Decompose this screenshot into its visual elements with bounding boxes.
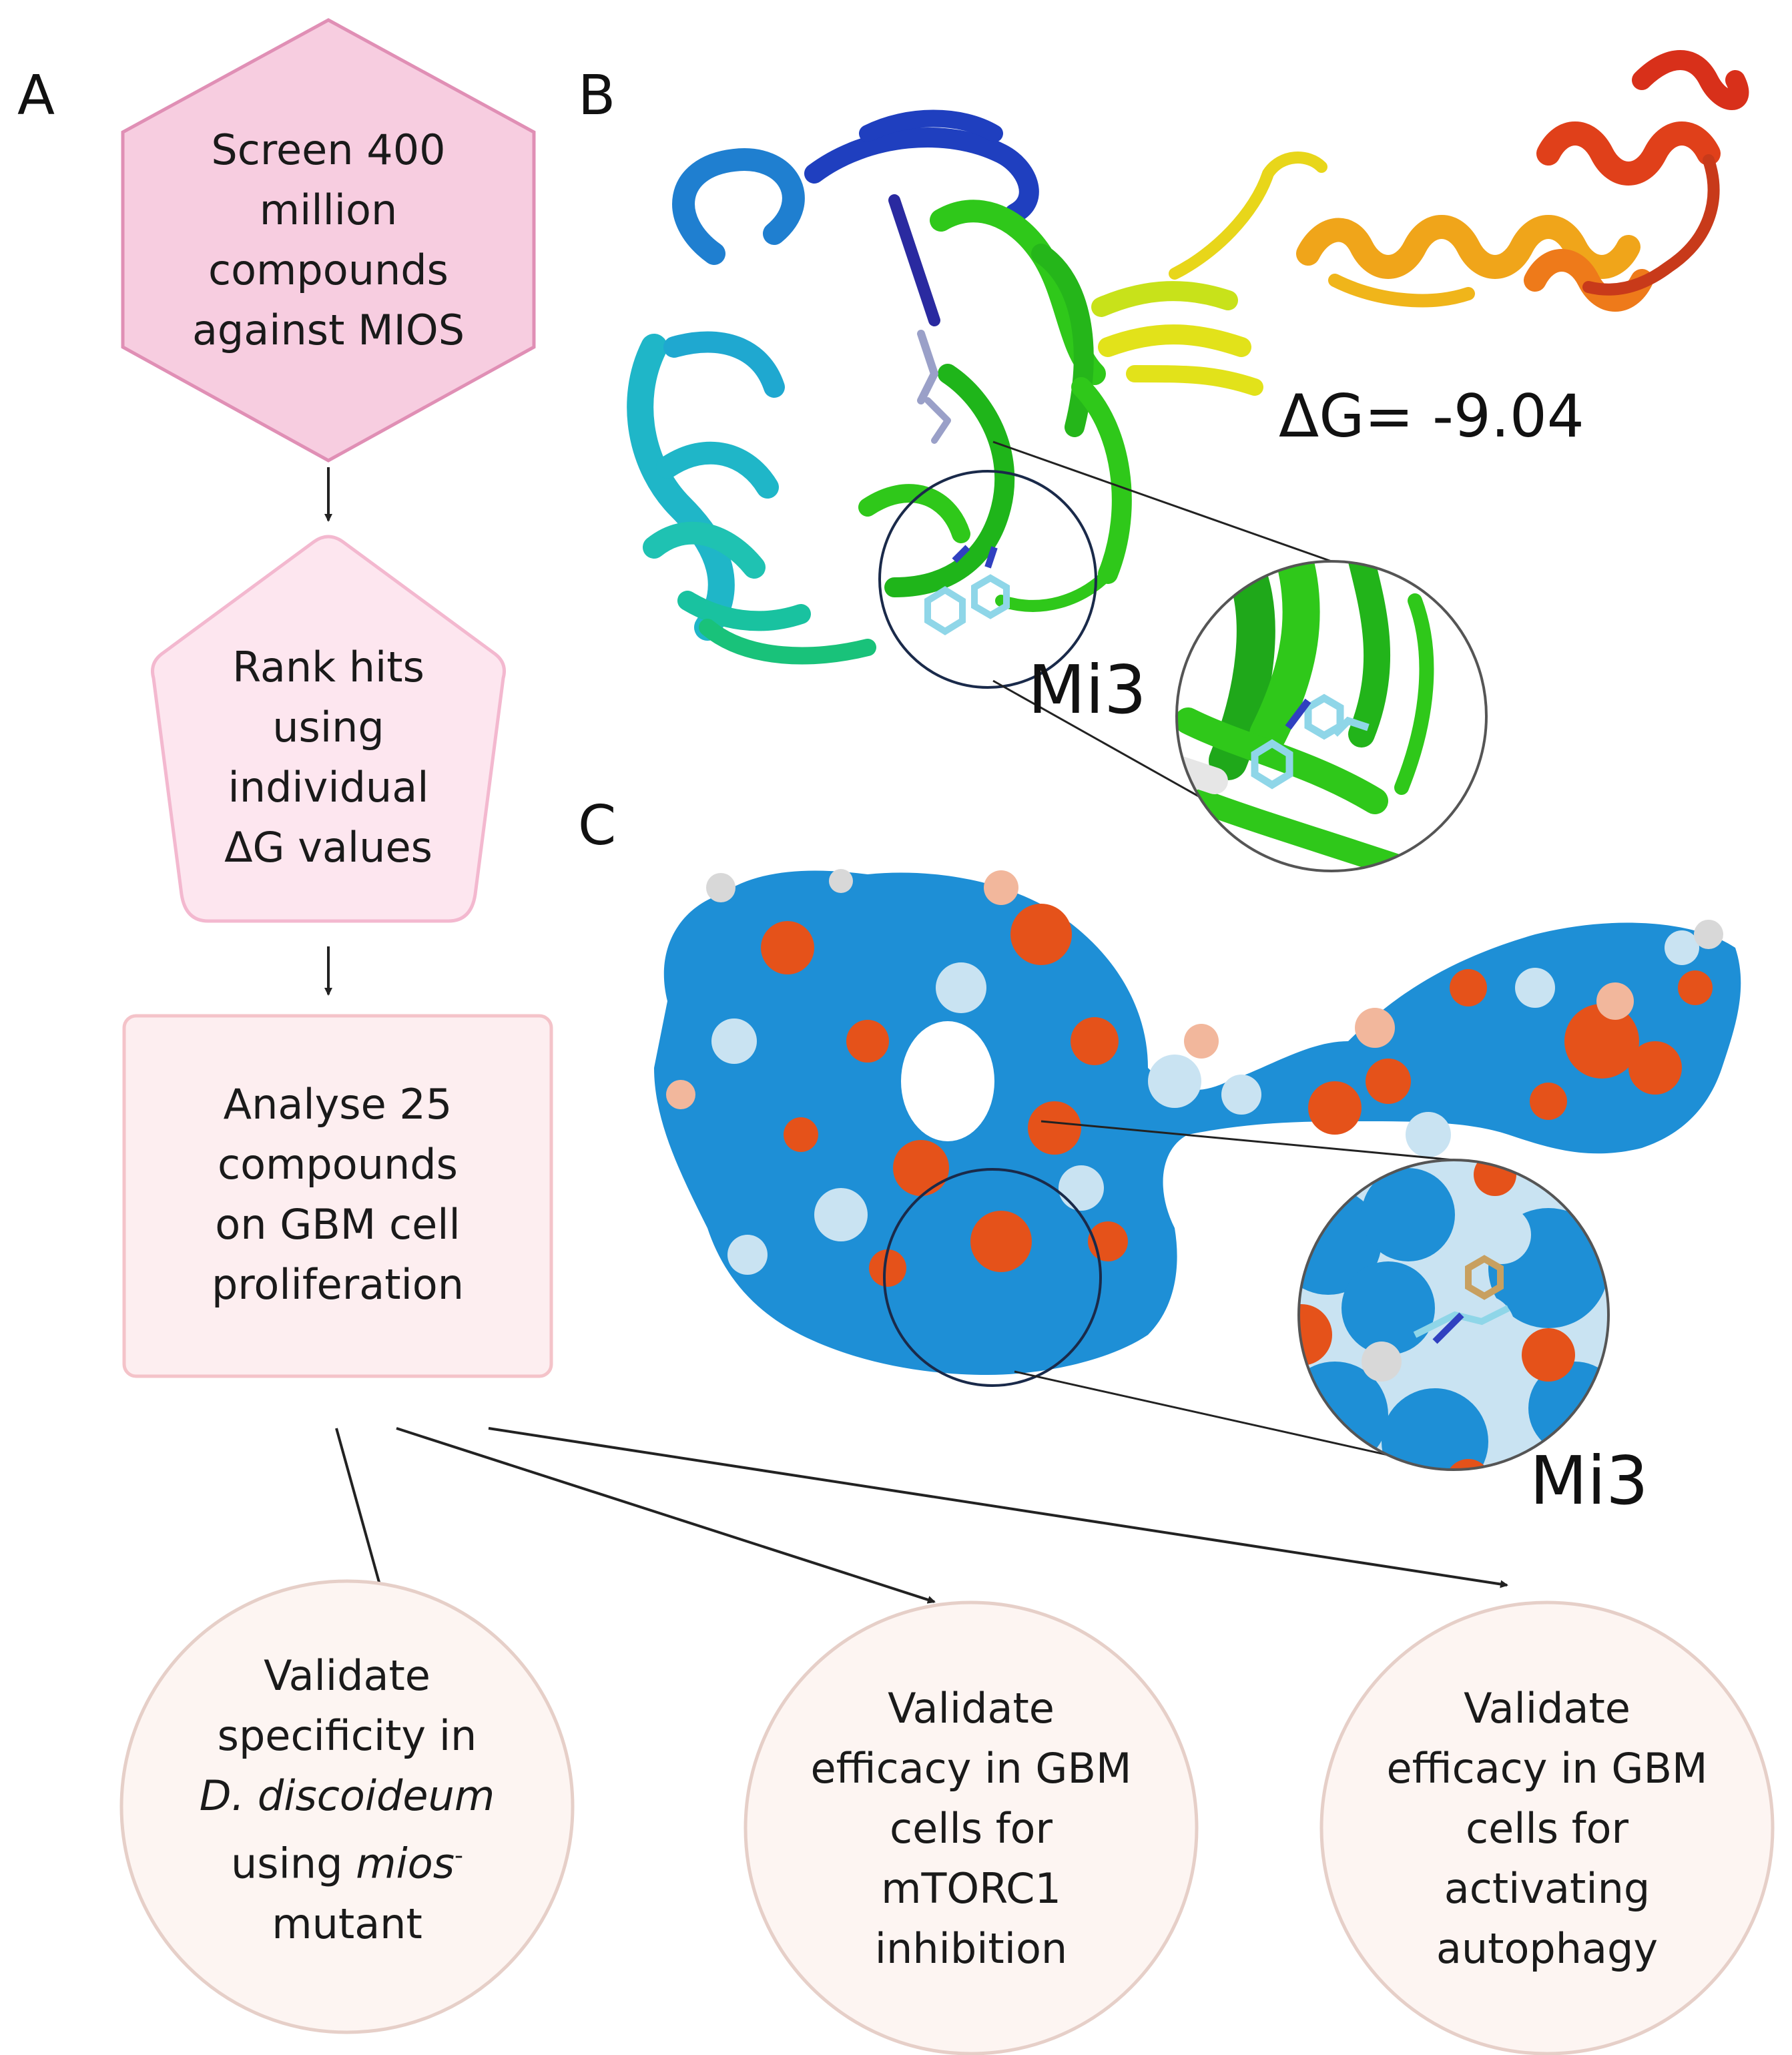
mtorc1-line: Validate — [888, 1684, 1055, 1733]
surface-zoom-line-top — [1040, 1120, 1454, 1161]
autophagy-line: efficacy in GBM — [1386, 1744, 1708, 1793]
specificity-line: specificity in — [217, 1711, 477, 1760]
analyse-box — [122, 1014, 553, 1378]
screen-hexagon — [121, 18, 536, 463]
arrow-box-to-autophagy — [488, 1427, 1508, 1588]
screen-step-text: Screen 400 million compounds against MIO… — [127, 120, 530, 360]
analyse-step-line: proliferation — [211, 1260, 465, 1309]
analyse-step-line: on GBM cell — [215, 1200, 461, 1249]
rank-step-text: Rank hits using individual ΔG values — [133, 637, 523, 878]
gene-name: mios — [356, 1839, 455, 1888]
mi3-ligand-sticks — [924, 545, 1010, 635]
mtorc1-line: cells for — [890, 1804, 1053, 1853]
specificity-line: Validate — [264, 1651, 430, 1700]
specificity-text: Validate specificity in D. discoideum us… — [147, 1646, 547, 1954]
zoom-line-top — [992, 441, 1332, 563]
ligand-label-c: Mi3 — [1530, 1442, 1649, 1520]
surface-binding-site-marker — [883, 1168, 1102, 1387]
mtorc1-circle — [743, 1600, 1199, 2055]
autophagy-line: Validate — [1464, 1684, 1630, 1733]
mtorc1-line: efficacy in GBM — [810, 1744, 1132, 1793]
mtorc1-line: mTORC1 — [881, 1864, 1061, 1913]
screen-step-line: Screen 400 — [211, 125, 446, 174]
autophagy-text: Validate efficacy in GBM cells for activ… — [1333, 1679, 1761, 1979]
rank-step-line: ΔG values — [224, 823, 432, 872]
mios-ribbon-structure — [627, 50, 1749, 665]
mtorc1-text: Validate efficacy in GBM cells for mTORC… — [758, 1679, 1185, 1979]
arrow-box-to-mtorc1 — [396, 1427, 936, 1604]
screen-step-line: against MIOS — [192, 306, 465, 354]
specificity-word: using — [230, 1839, 356, 1888]
organism-name: D. discoideum — [199, 1771, 495, 1820]
mtorc1-line: inhibition — [874, 1924, 1068, 1973]
panel-label-c: C — [578, 794, 617, 858]
autophagy-line: activating — [1444, 1864, 1651, 1913]
ligand-label-b: Mi3 — [1028, 651, 1147, 729]
mutant-superscript: - — [455, 1842, 464, 1869]
binding-site-marker — [878, 470, 1097, 689]
screen-step-line: million — [259, 186, 398, 234]
rank-step-line: Rank hits — [232, 643, 424, 691]
rank-step-line: individual — [228, 763, 429, 812]
mios-surface-structure — [654, 869, 1741, 1375]
analyse-step-line: Analyse 25 — [223, 1080, 453, 1129]
surface-zoom-line-bottom — [1014, 1370, 1454, 1471]
panel-label-a: A — [17, 64, 55, 127]
autophagy-line: autophagy — [1436, 1924, 1659, 1973]
binding-energy-label: ΔG= -9.04 — [1279, 382, 1584, 451]
panel-label-b: B — [578, 64, 616, 127]
arrow-box-to-specificity — [335, 1428, 384, 1593]
specificity-line: mutant — [272, 1899, 422, 1948]
rank-step-line: using — [272, 703, 384, 752]
specificity-line: using mios- — [147, 1826, 547, 1894]
autophagy-circle — [1319, 1600, 1775, 2055]
analyse-step-line: compounds — [218, 1140, 458, 1189]
specificity-circle — [119, 1579, 575, 2034]
autophagy-line: cells for — [1466, 1804, 1628, 1853]
rank-pentagon — [151, 535, 506, 923]
screen-step-line: compounds — [208, 246, 449, 294]
analyse-step-text: Analyse 25 compounds on GBM cell prolife… — [131, 1075, 545, 1315]
binding-site-zoom-inset — [1175, 560, 1488, 872]
